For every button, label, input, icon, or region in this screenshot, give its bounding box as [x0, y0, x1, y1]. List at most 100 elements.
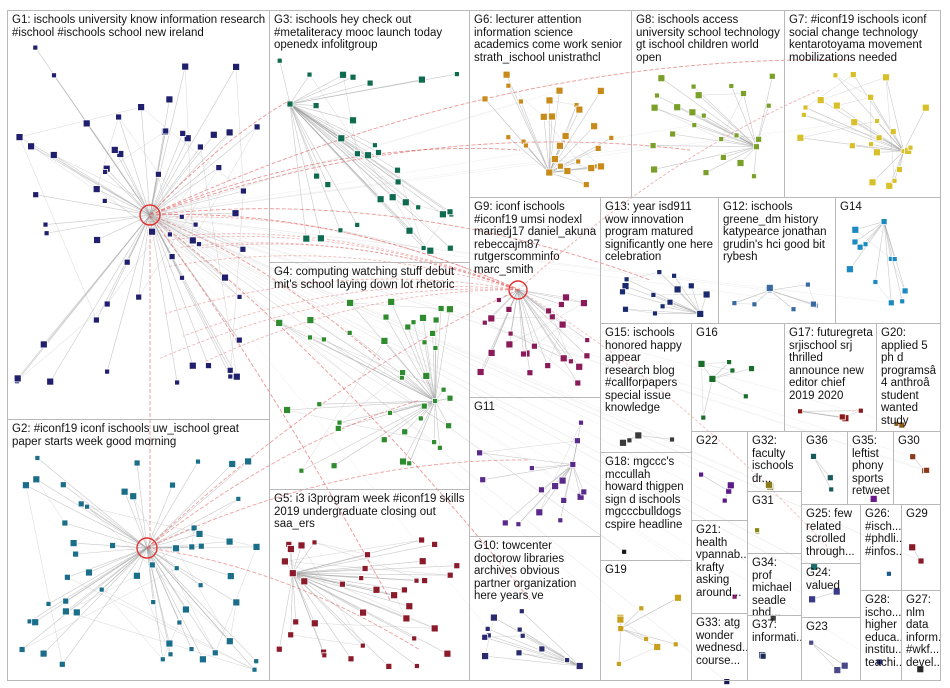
vertex-g4[interactable]: [410, 319, 417, 326]
vertex-g2[interactable]: [211, 649, 219, 657]
vertex-g14[interactable]: [851, 225, 860, 234]
vertex-g7[interactable]: [907, 144, 914, 151]
vertex-g6[interactable]: [594, 144, 602, 152]
vertex-g3[interactable]: [394, 178, 402, 186]
vertex-g1[interactable]: [209, 130, 218, 139]
vertex-g1[interactable]: [51, 72, 57, 79]
vertex-g5[interactable]: [311, 539, 318, 546]
vertex-g2[interactable]: [244, 457, 253, 466]
group-box-g35[interactable]: G35: leftist phony sports retweet: [847, 431, 894, 505]
vertex-g3[interactable]: [375, 149, 382, 156]
vertex-g2[interactable]: [31, 618, 40, 627]
vertex-g2[interactable]: [188, 543, 196, 551]
vertex-g9[interactable]: [548, 313, 556, 321]
vertex-g11[interactable]: [551, 482, 559, 491]
hub-node[interactable]: [508, 280, 528, 300]
vertex-g6[interactable]: [551, 155, 559, 164]
vertex-g2[interactable]: [148, 561, 156, 569]
vertex-g24[interactable]: [808, 595, 816, 604]
vertex-g4[interactable]: [334, 424, 342, 432]
vertex-g1[interactable]: [231, 209, 240, 218]
vertex-g16[interactable]: [729, 367, 736, 374]
vertex-g2[interactable]: [72, 550, 79, 558]
vertex-g17[interactable]: [857, 407, 864, 414]
vertex-g9[interactable]: [562, 293, 570, 302]
vertex-g8[interactable]: [690, 83, 697, 90]
vertex-g2[interactable]: [59, 481, 67, 489]
vertex-g2[interactable]: [190, 524, 198, 532]
group-box-g22[interactable]: G22: [691, 431, 748, 521]
vertex-g10[interactable]: [575, 662, 584, 670]
vertex-g2[interactable]: [226, 572, 235, 580]
vertex-g14[interactable]: [872, 279, 879, 285]
vertex-g1[interactable]: [101, 197, 108, 204]
vertex-g37[interactable]: [759, 652, 767, 660]
vertex-g1[interactable]: [236, 293, 243, 300]
vertex-g2[interactable]: [98, 586, 105, 593]
vertex-g3[interactable]: [313, 172, 321, 180]
vertex-g23[interactable]: [808, 639, 815, 646]
vertex-g1[interactable]: [178, 213, 185, 220]
group-box-g16[interactable]: G16: [691, 323, 785, 432]
vertex-g3[interactable]: [349, 116, 357, 125]
vertex-g8[interactable]: [688, 108, 697, 117]
vertex-g1[interactable]: [154, 170, 162, 178]
vertex-g4[interactable]: [436, 444, 443, 451]
vertex-g9[interactable]: [526, 369, 534, 377]
hub-node[interactable]: [139, 204, 161, 226]
vertex-g8[interactable]: [751, 173, 757, 180]
vertex-g3[interactable]: [446, 244, 454, 252]
group-box-g3[interactable]: G3: ischools hey check out #metaliteracy…: [269, 10, 470, 263]
vertex-g4[interactable]: [330, 462, 338, 470]
vertex-g13[interactable]: [652, 310, 658, 317]
vertex-g4[interactable]: [380, 436, 388, 444]
vertex-g3[interactable]: [426, 246, 435, 255]
vertex-g1[interactable]: [103, 300, 111, 308]
vertex-g10[interactable]: [538, 645, 546, 653]
vertex-g13[interactable]: [702, 290, 711, 299]
vertex-g27[interactable]: [916, 665, 925, 674]
vertex-g1[interactable]: [179, 274, 185, 281]
vertex-g8[interactable]: [650, 103, 659, 112]
vertex-g2[interactable]: [195, 458, 201, 465]
vertex-g8[interactable]: [753, 143, 760, 151]
vertex-g1[interactable]: [239, 187, 247, 195]
vertex-g2[interactable]: [253, 658, 260, 665]
vertex-g12[interactable]: [765, 283, 774, 292]
vertex-g9[interactable]: [568, 358, 574, 365]
vertex-g3[interactable]: [286, 100, 294, 108]
vertex-g5[interactable]: [280, 557, 289, 566]
vertex-g1[interactable]: [181, 62, 190, 71]
vertex-g4[interactable]: [437, 305, 445, 312]
vertex-g8[interactable]: [728, 83, 735, 89]
vertex-g6[interactable]: [548, 112, 556, 121]
vertex-g2[interactable]: [197, 542, 205, 550]
vertex-g22[interactable]: [721, 497, 728, 504]
vertex-g3[interactable]: [339, 70, 347, 79]
vertex-g5[interactable]: [297, 541, 306, 550]
vertex-g7[interactable]: [868, 141, 874, 148]
vertex-g7[interactable]: [832, 72, 839, 79]
vertex-g5[interactable]: [430, 624, 439, 633]
vertex-g5[interactable]: [453, 562, 461, 570]
vertex-g2[interactable]: [232, 598, 241, 607]
vertex-g1[interactable]: [225, 128, 234, 137]
vertex-g32[interactable]: [765, 480, 773, 489]
vertex-g2[interactable]: [58, 660, 66, 668]
vertex-g2[interactable]: [235, 495, 242, 502]
vertex-g5[interactable]: [421, 577, 429, 584]
vertex-g8[interactable]: [736, 159, 745, 167]
vertex-g6[interactable]: [597, 162, 605, 171]
group-box-g11[interactable]: G11: [469, 397, 601, 537]
vertex-g16[interactable]: [748, 365, 755, 373]
vertex-g8[interactable]: [718, 136, 725, 143]
vertex-g3[interactable]: [302, 234, 311, 243]
vertex-g36[interactable]: [828, 486, 835, 493]
vertex-g14[interactable]: [846, 265, 854, 274]
vertex-g4[interactable]: [422, 371, 431, 380]
vertex-g2[interactable]: [195, 530, 204, 538]
vertex-g16[interactable]: [700, 414, 707, 421]
vertex-g5[interactable]: [446, 571, 454, 579]
group-box-g26[interactable]: G26: #isch... #phdli... #infos...: [860, 504, 902, 591]
vertex-g4[interactable]: [446, 394, 454, 402]
